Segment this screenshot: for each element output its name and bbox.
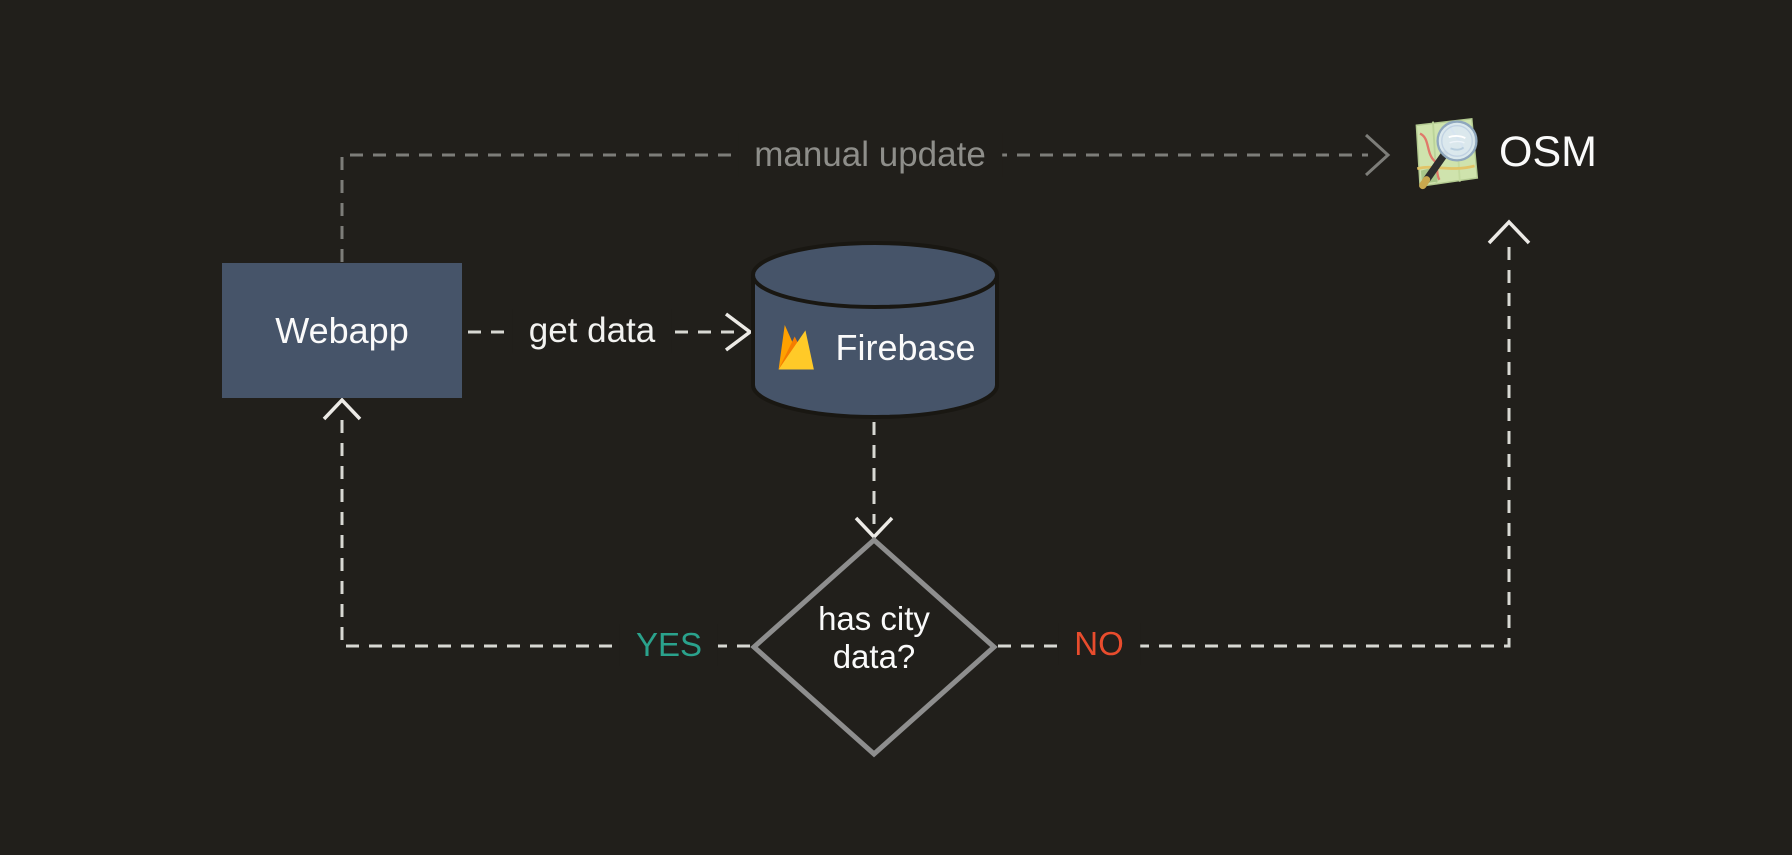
edge-label-manual-update: manual update: [738, 133, 1002, 177]
edge-manual-update: [340, 133, 1391, 262]
firebase-cylinder-shape: [751, 241, 999, 419]
edge-no: [998, 219, 1531, 648]
edge-label-yes: YES: [619, 624, 719, 666]
decision-diamond-shape: [750, 536, 998, 758]
node-firebase: Firebase: [753, 316, 997, 380]
node-osm: OSM: [1408, 105, 1597, 200]
edge-get-data: [468, 312, 753, 352]
decision-label: has city data?: [818, 600, 930, 675]
arrowhead-up-icon: [322, 397, 362, 421]
edge-yes: [322, 397, 750, 648]
openstreetmap-icon: [1415, 117, 1479, 189]
edge-firebase-decision: [854, 422, 894, 540]
arrowhead-up-icon: [1487, 219, 1531, 245]
osm-label: OSM: [1499, 128, 1597, 176]
arrowhead-right-icon: [724, 312, 753, 352]
node-webapp: Webapp: [222, 263, 462, 398]
firebase-label: Firebase: [835, 327, 976, 368]
edge-label-no: NO: [1058, 623, 1140, 665]
firebase-flame-icon: [779, 325, 815, 370]
arrowhead-right-icon: [1364, 133, 1391, 177]
edge-label-get-data: get data: [512, 309, 672, 353]
webapp-label: Webapp: [275, 309, 409, 351]
